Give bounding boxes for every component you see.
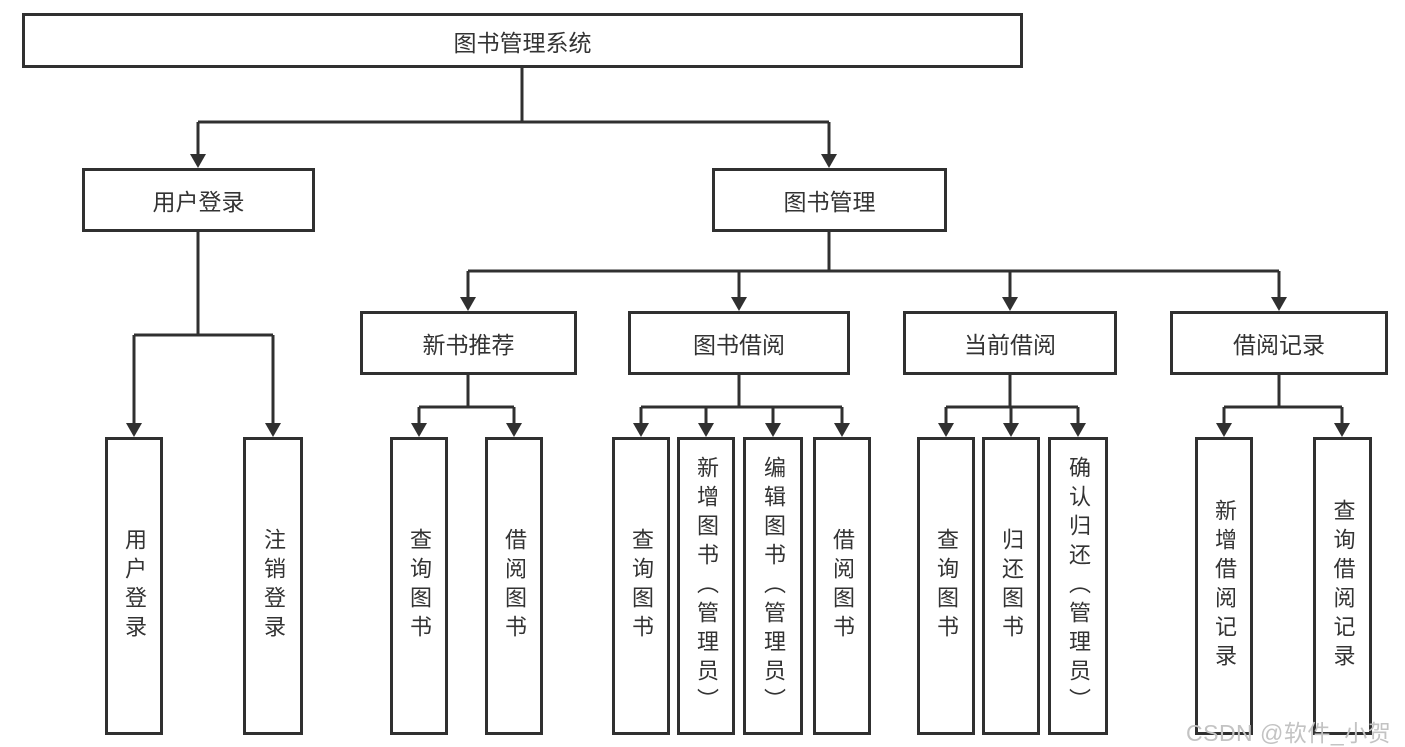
leaf-user-login: 用户登录 xyxy=(105,437,163,735)
connector-records-to-leaves xyxy=(1222,375,1344,424)
node-label: 新增图书（管理员） xyxy=(694,455,719,717)
leaf-borrow-books: 借阅图书 xyxy=(813,437,871,735)
node-label: 新增借阅记录 xyxy=(1212,499,1237,673)
node-book-management: 图书管理 xyxy=(712,168,947,232)
leaf-current-query-books: 查询图书 xyxy=(917,437,975,735)
node-label: 图书管理系统 xyxy=(453,29,592,56)
node-label: 查询借阅记录 xyxy=(1330,499,1356,673)
leaf-borrow-query-books: 查询图书 xyxy=(612,437,670,735)
connector-borrow-to-leaves xyxy=(639,375,844,424)
node-label: 注销登录 xyxy=(261,528,286,644)
leaf-query-borrow-record: 查询借阅记录 xyxy=(1313,437,1372,735)
connector-login-to-leaves xyxy=(132,232,275,424)
leaf-logout: 注销登录 xyxy=(243,437,303,735)
connector-current-to-leaves xyxy=(944,375,1080,424)
node-label: 当前借阅 xyxy=(964,332,1056,358)
node-label: 编辑图书（管理员） xyxy=(761,455,786,717)
node-current-borrow: 当前借阅 xyxy=(903,311,1117,375)
connector-recommend-to-leaves xyxy=(417,375,516,424)
node-label: 借阅图书 xyxy=(830,528,855,644)
node-book-borrow: 图书借阅 xyxy=(628,311,850,375)
leaf-confirm-return-admin: 确认归还（管理员） xyxy=(1048,437,1108,735)
node-new-book-recommend: 新书推荐 xyxy=(360,311,577,375)
node-label: 查询图书 xyxy=(407,528,432,644)
node-label: 借阅记录 xyxy=(1233,332,1325,358)
node-label: 借阅图书 xyxy=(502,528,527,644)
node-root-system: 图书管理系统 xyxy=(22,13,1023,68)
leaf-return-books: 归还图书 xyxy=(982,437,1040,735)
node-label: 用户登录 xyxy=(122,528,147,644)
csdn-watermark: CSDN @软件_小贺同学 xyxy=(1186,720,1392,746)
node-label: 图书借阅 xyxy=(693,332,785,358)
leaf-recommend-borrow-books: 借阅图书 xyxy=(485,437,543,735)
node-label: 归还图书 xyxy=(999,528,1024,644)
node-label: 新书推荐 xyxy=(422,332,515,358)
arrowheads xyxy=(126,154,1350,437)
node-borrow-records: 借阅记录 xyxy=(1170,311,1388,375)
leaf-edit-books-admin: 编辑图书（管理员） xyxy=(743,437,803,735)
connector-root-to-l2 xyxy=(196,68,831,155)
node-label: 确认归还（管理员） xyxy=(1066,455,1091,717)
leaf-add-books-admin: 新增图书（管理员） xyxy=(677,437,735,735)
leaf-recommend-query-books: 查询图书 xyxy=(390,437,448,735)
node-label: 查询图书 xyxy=(629,528,654,644)
leaf-add-borrow-record: 新增借阅记录 xyxy=(1195,437,1253,735)
node-user-login: 用户登录 xyxy=(82,168,315,232)
connector-mgmt-to-l3 xyxy=(466,232,1281,298)
node-label: 用户登录 xyxy=(152,189,245,215)
node-label: 查询图书 xyxy=(934,528,959,644)
node-label: 图书管理 xyxy=(783,189,876,215)
